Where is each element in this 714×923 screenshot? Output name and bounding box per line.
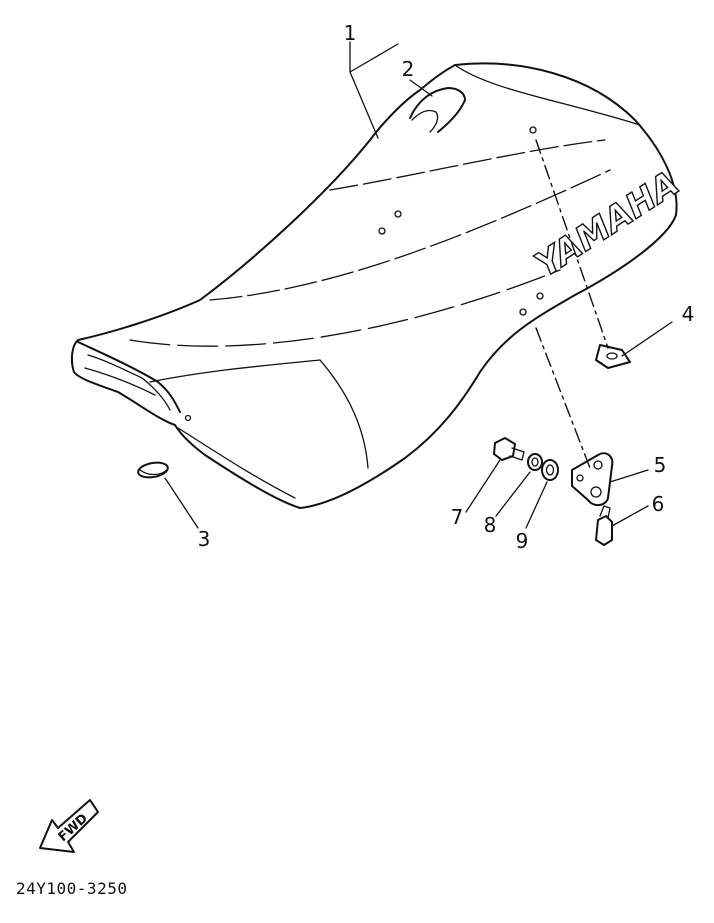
part-4-clip-nut — [595, 344, 631, 369]
callout-leaders — [164, 41, 673, 529]
seat-front-seam — [149, 359, 321, 383]
seat-front-nose — [77, 341, 181, 413]
callout-9: 9 — [515, 529, 529, 553]
part-9-washer — [541, 459, 559, 481]
callout-7: 7 — [450, 505, 464, 529]
seat-stitch-line-2 — [129, 269, 561, 347]
callout-2: 2 — [401, 57, 415, 81]
seat-side-seam — [319, 359, 369, 469]
seat-outline — [70, 62, 678, 509]
callout-8: 8 — [483, 513, 497, 537]
assembly-centerlines — [535, 139, 609, 469]
part-3-plug — [137, 461, 169, 479]
seat-stitch-line-1 — [209, 169, 611, 301]
callout-6: 6 — [651, 492, 665, 516]
callout-1: 1 — [343, 21, 357, 45]
diagram-code: 24Y100-3250 — [16, 879, 128, 898]
seat-stitch-line-3 — [329, 139, 606, 191]
seat-front-nose-inner-2 — [84, 367, 156, 396]
part-7-bolt — [493, 437, 525, 461]
seat-top-ridge — [454, 64, 641, 126]
part-8-washer — [527, 453, 543, 471]
mounting-holes — [184, 126, 544, 422]
callout-4: 4 — [681, 302, 695, 326]
seat-pan-edge — [177, 427, 296, 499]
fwd-arrow-icon: FWD — [39, 799, 99, 853]
callout-3: 3 — [197, 527, 211, 551]
seat-rear-hump-inner — [411, 109, 439, 133]
seat-front-nose-inner — [87, 354, 171, 411]
part-6-bolt — [595, 505, 613, 546]
seat: YAMAHA — [70, 62, 687, 509]
seat-rear-hump — [409, 87, 466, 133]
callout-5: 5 — [653, 453, 667, 477]
part-5-bracket — [571, 452, 614, 506]
